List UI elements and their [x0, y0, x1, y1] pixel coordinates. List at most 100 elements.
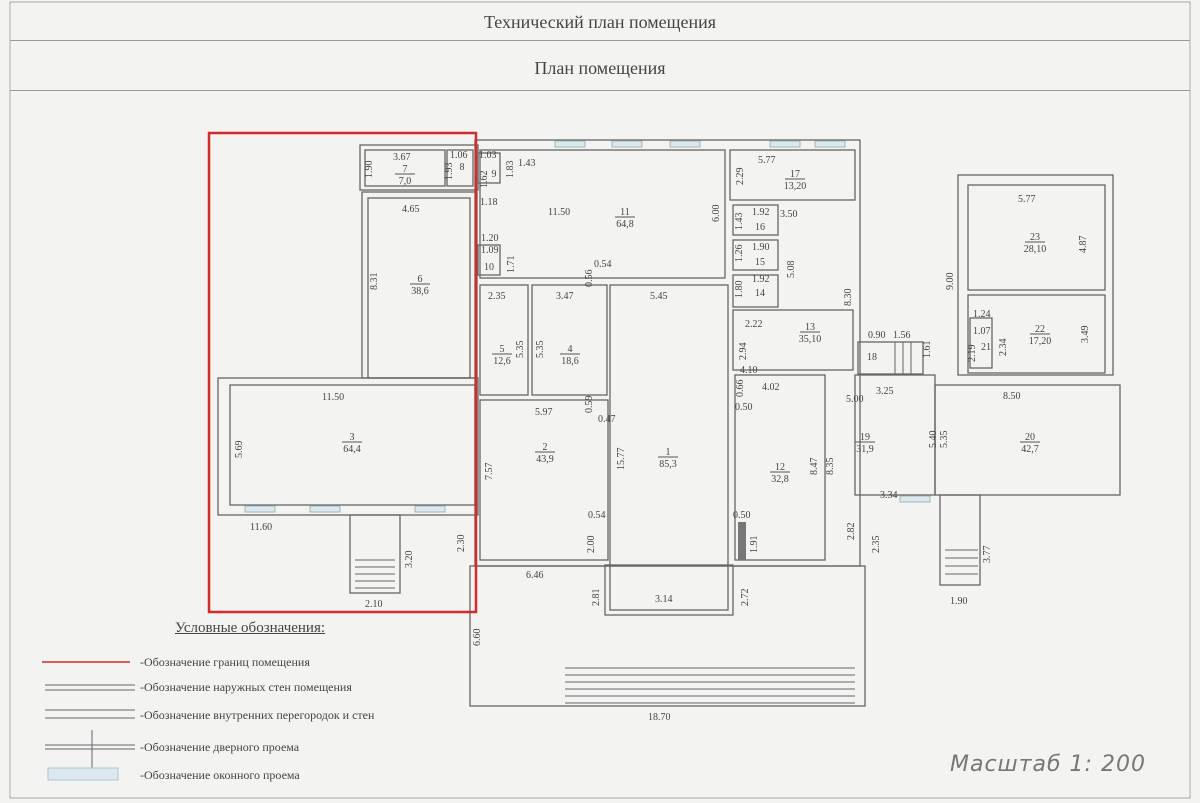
dimension-label: 1.09	[481, 245, 499, 256]
dimension-label: 11.50	[322, 392, 344, 403]
dimension-label: 0.54	[588, 510, 606, 521]
page-frame	[9, 1, 1191, 799]
dimension-label: 2.72	[740, 589, 751, 607]
room-1-area: 85,3	[659, 459, 677, 470]
dimension-label: 8.30	[843, 289, 854, 307]
room-15-label: 15	[755, 257, 765, 268]
dimension-label: 3.14	[655, 594, 673, 605]
dimension-label: 8.47	[809, 458, 820, 476]
dimension-label: 3.47	[556, 291, 574, 302]
legend-outer-walls: -Обозначение наружных стен помещения	[140, 680, 352, 694]
dimension-label: 5.45	[650, 291, 668, 302]
room-12-area: 32,8	[771, 474, 789, 485]
dimension-label: 1.62	[479, 171, 490, 189]
dimension-label: 2.22	[745, 319, 763, 330]
dimension-label: 2.94	[738, 343, 749, 361]
room-19-area: 31,9	[856, 444, 874, 455]
dimension-label: 5.35	[939, 431, 950, 449]
dimension-label: 2.81	[591, 589, 602, 607]
divider	[10, 90, 1190, 91]
legend-boundary: -Обозначение границ помещения	[140, 655, 310, 669]
legend-door: -Обозначение дверного проема	[140, 740, 300, 754]
dimension-label: 1.92	[752, 207, 770, 218]
room-2-area: 43,9	[536, 454, 554, 465]
dimension-label: 0.54	[594, 259, 612, 270]
room-7-area: 7,0	[399, 176, 412, 187]
room-6-label: 6	[418, 274, 423, 285]
dimension-label: 5.97	[535, 407, 553, 418]
dimension-label: 6.46	[526, 570, 544, 581]
room-16-label: 16	[755, 222, 765, 233]
dimension-label: 3.49	[1080, 326, 1091, 344]
room-10-label: 10	[484, 262, 494, 273]
room-19-label: 19	[860, 432, 870, 443]
dimension-label: 1.03	[479, 150, 497, 161]
dimension-label: 18.70	[648, 712, 671, 723]
dimension-label: 3.77	[982, 546, 993, 564]
dimension-label: 0.90	[868, 330, 886, 341]
room-21-label: 21	[981, 342, 991, 353]
divider	[10, 40, 1190, 41]
room-23-label: 23	[1030, 232, 1040, 243]
legend-window: -Обозначение оконного проема	[140, 768, 300, 782]
room-22-area: 17,20	[1029, 336, 1052, 347]
dimension-label: 1.24	[973, 309, 991, 320]
dimension-label: 1.80	[734, 281, 745, 299]
dimension-label: 4.87	[1078, 236, 1089, 254]
room-11-area: 64,8	[616, 219, 634, 230]
dimension-label: 1.83	[505, 161, 516, 179]
dimension-label: 4.65	[402, 204, 420, 215]
dimension-label: 6.00	[711, 205, 722, 223]
dimension-label: 3.50	[780, 209, 798, 220]
dimension-label: 5.00	[846, 394, 864, 405]
dimension-label: 1.20	[481, 233, 499, 244]
dimension-label: 4.02	[762, 382, 780, 393]
dimension-label: 8.35	[825, 458, 836, 476]
room-13-area: 35,10	[799, 334, 822, 345]
premises-boundary	[207, 131, 478, 614]
room-20-label: 20	[1025, 432, 1035, 443]
walls	[217, 139, 1121, 707]
dimension-label: 2.10	[365, 599, 383, 610]
scale-label: Масштаб 1: 200	[950, 752, 1146, 777]
dimension-label: 5.35	[515, 341, 526, 359]
dimension-label: 1.43	[518, 158, 536, 169]
dimension-label: 1.92	[752, 274, 770, 285]
dimension-label: 1.07	[973, 326, 991, 337]
room-5-label: 5	[500, 344, 505, 355]
dimension-label: 3.25	[876, 386, 894, 397]
dimension-label: 2.35	[488, 291, 506, 302]
room-labels: 77,08910638,6364,41164,8512,6418,6243,91…	[342, 162, 1051, 485]
room-3-label: 3	[350, 432, 355, 443]
dimension-label: 4.10	[740, 365, 758, 376]
room-6-area: 38,6	[411, 286, 429, 297]
room-8-label: 8	[460, 162, 465, 173]
room-2-label: 2	[543, 442, 548, 453]
dimension-label: 1.91	[749, 536, 760, 554]
dimension-label: 2.34	[998, 339, 1009, 357]
dimension-label: 15.77	[616, 448, 627, 471]
dimension-label: 2.30	[456, 535, 467, 553]
room-17-label: 17	[790, 169, 800, 180]
room-3-area: 64,4	[343, 444, 361, 455]
dimension-labels: 3.671.901.061.934.658.3111.505.6911.603.…	[234, 150, 1091, 723]
legend-title: Условные обозначения:	[175, 620, 326, 636]
legend-symbols	[42, 661, 135, 781]
plan-subtitle: План помещения	[534, 58, 666, 78]
dimension-label: 8.50	[1003, 391, 1021, 402]
room-12-label: 12	[775, 462, 785, 473]
dimension-label: 11.50	[548, 207, 570, 218]
dimension-label: 0.59	[584, 396, 595, 414]
dimension-label: 1.90	[752, 242, 770, 253]
dimension-label: 0.50	[735, 402, 753, 413]
room-23-area: 28,10	[1024, 244, 1047, 255]
dimension-label: 5.08	[786, 261, 797, 279]
column	[738, 522, 746, 560]
room-4-area: 18,6	[561, 356, 579, 367]
dimension-label: 5.35	[535, 341, 546, 359]
room-9-label: 9	[492, 169, 497, 180]
dimension-label: 1.61	[922, 341, 933, 359]
dimension-label: 0.50	[733, 510, 751, 521]
room-7-label: 7	[403, 164, 408, 175]
room-5-area: 12,6	[493, 356, 511, 367]
